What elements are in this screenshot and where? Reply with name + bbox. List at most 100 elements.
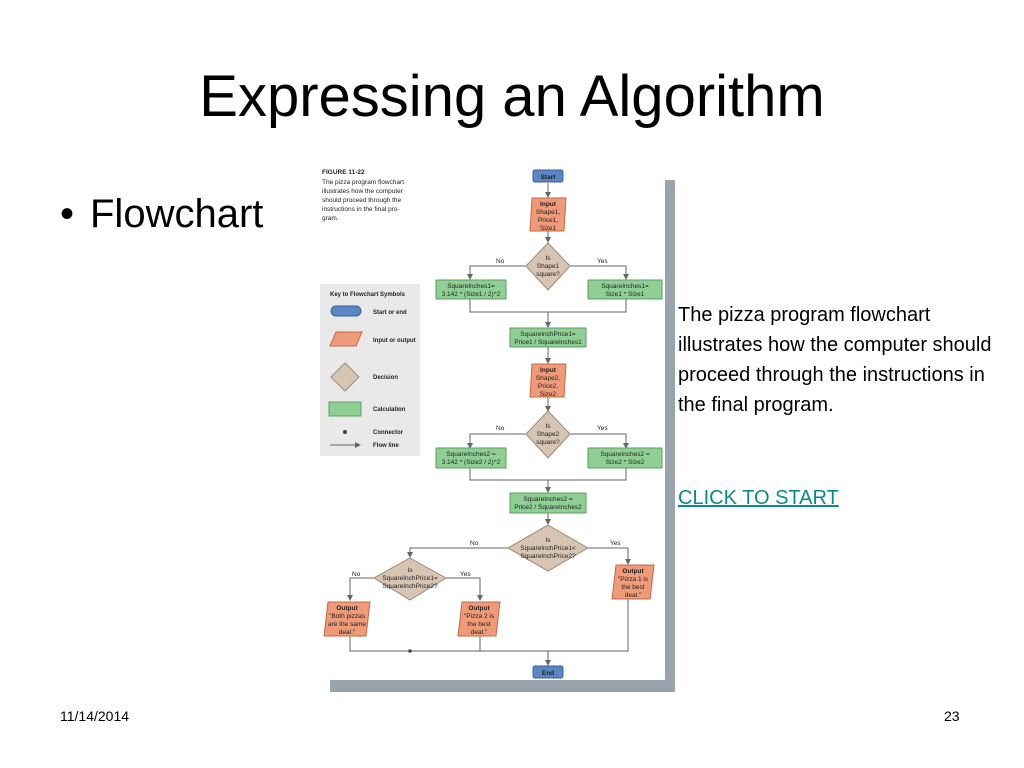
decision3-line: SquareInchPrice1< xyxy=(520,545,576,552)
input2-line: Input xyxy=(540,367,557,374)
calc1-left-box xyxy=(435,279,507,300)
figure-caption-line: should proceed through the xyxy=(322,197,402,204)
key-label: Flow line xyxy=(373,443,399,449)
output-pizza1-line: deal." xyxy=(625,592,642,599)
branch-no-label: No xyxy=(352,571,361,578)
branch-no-label: No xyxy=(496,425,505,432)
decision3-line: Is xyxy=(545,537,551,544)
calc2-left-line: SquareInches2 = xyxy=(446,451,496,458)
calc-price1-line: Price1 / SquareInches1 xyxy=(514,339,582,346)
calc1-right-line: Size1 * Size1 xyxy=(606,291,645,298)
decision1-line: Shape1 xyxy=(537,263,560,270)
branch-yes-label: Yes xyxy=(460,571,471,578)
input2-line: Size2 xyxy=(540,391,557,398)
key-title: Key to Flowchart Symbols xyxy=(330,292,406,298)
output-both-line: "Both pizzas xyxy=(329,613,366,620)
calc1-right-line: SquareInches1= xyxy=(601,283,649,290)
flowchart-figure: FIGURE 11-22 The pizza program flowchart… xyxy=(320,166,665,680)
start-label: Start xyxy=(541,174,557,181)
output-both-line: Output xyxy=(336,605,358,612)
branch-yes-label: Yes xyxy=(597,258,608,265)
flowchart-svg: FIGURE 11-22 The pizza program flowchart… xyxy=(320,169,663,679)
output-both-line: deal." xyxy=(339,629,356,636)
output-pizza2-line: Output xyxy=(468,605,490,612)
decision2-line: square? xyxy=(536,439,560,446)
output-pizza1-line: the best xyxy=(621,584,644,591)
calc1-right-box xyxy=(587,279,663,300)
branch-yes-label: Yes xyxy=(610,540,621,547)
bullet-item: • Flowchart xyxy=(60,190,263,238)
figure-caption-line: The pizza program flowchart xyxy=(322,179,404,186)
decision1-diamond xyxy=(525,242,571,291)
calc2-left-line: 3.142 * (Size2 / 2)^2 xyxy=(442,459,501,466)
output-pizza2-box xyxy=(457,601,501,637)
decision4-diamond xyxy=(373,557,447,601)
figure-caption-title: FIGURE 11-22 xyxy=(322,169,365,176)
key-io-symbol xyxy=(329,331,363,347)
key-label: Input or output xyxy=(373,338,416,344)
calc1-left-line: SquareInches1= xyxy=(447,283,495,290)
click-to-start-link[interactable]: CLICK TO START xyxy=(678,487,839,509)
calc-price1-box xyxy=(509,327,587,348)
calc2-right-line: SquareInches2 = xyxy=(600,451,650,458)
calc-price1-line: SquareInchPrice1= xyxy=(520,331,576,338)
decision4-line: Is xyxy=(407,567,413,574)
input1-box xyxy=(529,197,567,232)
decision2-line: Shape2 xyxy=(537,431,560,438)
end-label: End xyxy=(542,670,554,677)
key-terminal-symbol xyxy=(330,305,362,317)
decision4-line: SquareInchPrice1= xyxy=(382,575,438,582)
key-label: Connector xyxy=(373,430,404,436)
output-both-box xyxy=(323,601,371,637)
slide-number: 23 xyxy=(944,708,960,724)
decision4-line: SquareInchPrice2? xyxy=(382,583,438,590)
calc2-left-box xyxy=(435,447,507,469)
decision1-line: square? xyxy=(536,271,560,278)
key-label: Calculation xyxy=(373,407,406,413)
output-pizza2-line: "Pizza 2 is xyxy=(464,613,495,620)
calc1-left-line: 3.142 * (Size1 / 2)^2 xyxy=(442,291,501,298)
input1-line: Shape1, xyxy=(536,209,560,216)
decision2-diamond xyxy=(525,410,571,459)
output-pizza1-line: "Pizza 1 is xyxy=(618,576,649,583)
end-terminal xyxy=(532,665,564,679)
start-terminal xyxy=(532,169,564,183)
input1-line: Price1, xyxy=(538,217,558,224)
decision1-line: Is xyxy=(545,255,551,262)
output-pizza1-line: Output xyxy=(622,568,644,575)
figure-caption-line: instructions in the final pro- xyxy=(322,206,400,213)
calc2-right-box xyxy=(587,447,663,469)
key-decision-symbol xyxy=(330,362,360,392)
decision3-diamond xyxy=(506,524,590,572)
output-pizza2-line: deal." xyxy=(471,629,488,636)
slide-title: Expressing an Algorithm xyxy=(199,64,825,129)
branch-yes-label: Yes xyxy=(597,425,608,432)
bullet-marker: • xyxy=(60,192,75,236)
key-label: Start or end xyxy=(373,310,407,316)
calc2-right-line: Size2 * Size2 xyxy=(606,459,645,466)
key-connector-symbol xyxy=(343,430,347,434)
calc-price2-line: Price2 / SquareInches2 xyxy=(514,504,582,511)
calc-price2-line: SquareInches2 = xyxy=(523,496,573,503)
description-text: The pizza program flowchart illustrates … xyxy=(678,304,992,416)
input2-line: Shape2, xyxy=(536,375,560,382)
calc-price2-box xyxy=(509,492,587,514)
branch-no-label: No xyxy=(496,258,505,265)
branch-no-label: No xyxy=(470,540,479,547)
decision2-line: Is xyxy=(545,423,551,430)
key-label: Decision xyxy=(373,375,398,381)
output-both-line: are the same xyxy=(328,621,366,628)
input2-line: Price2, xyxy=(538,383,558,390)
decision3-line: SquareInchPrice2? xyxy=(520,553,576,560)
figure-caption-line: gram. xyxy=(322,215,339,222)
flow-lines xyxy=(347,183,631,666)
input1-line: Input xyxy=(540,201,557,208)
footer-date: 11/14/2014 xyxy=(60,708,130,724)
input1-line: Size1 xyxy=(540,225,557,232)
key-calc-symbol xyxy=(328,401,362,417)
input2-box xyxy=(529,363,567,398)
output-pizza1-box xyxy=(611,564,655,600)
bullet-text: Flowchart xyxy=(90,192,264,236)
output-pizza2-line: the best xyxy=(467,621,490,628)
figure-caption-line: illustrates how the computer xyxy=(322,188,404,195)
